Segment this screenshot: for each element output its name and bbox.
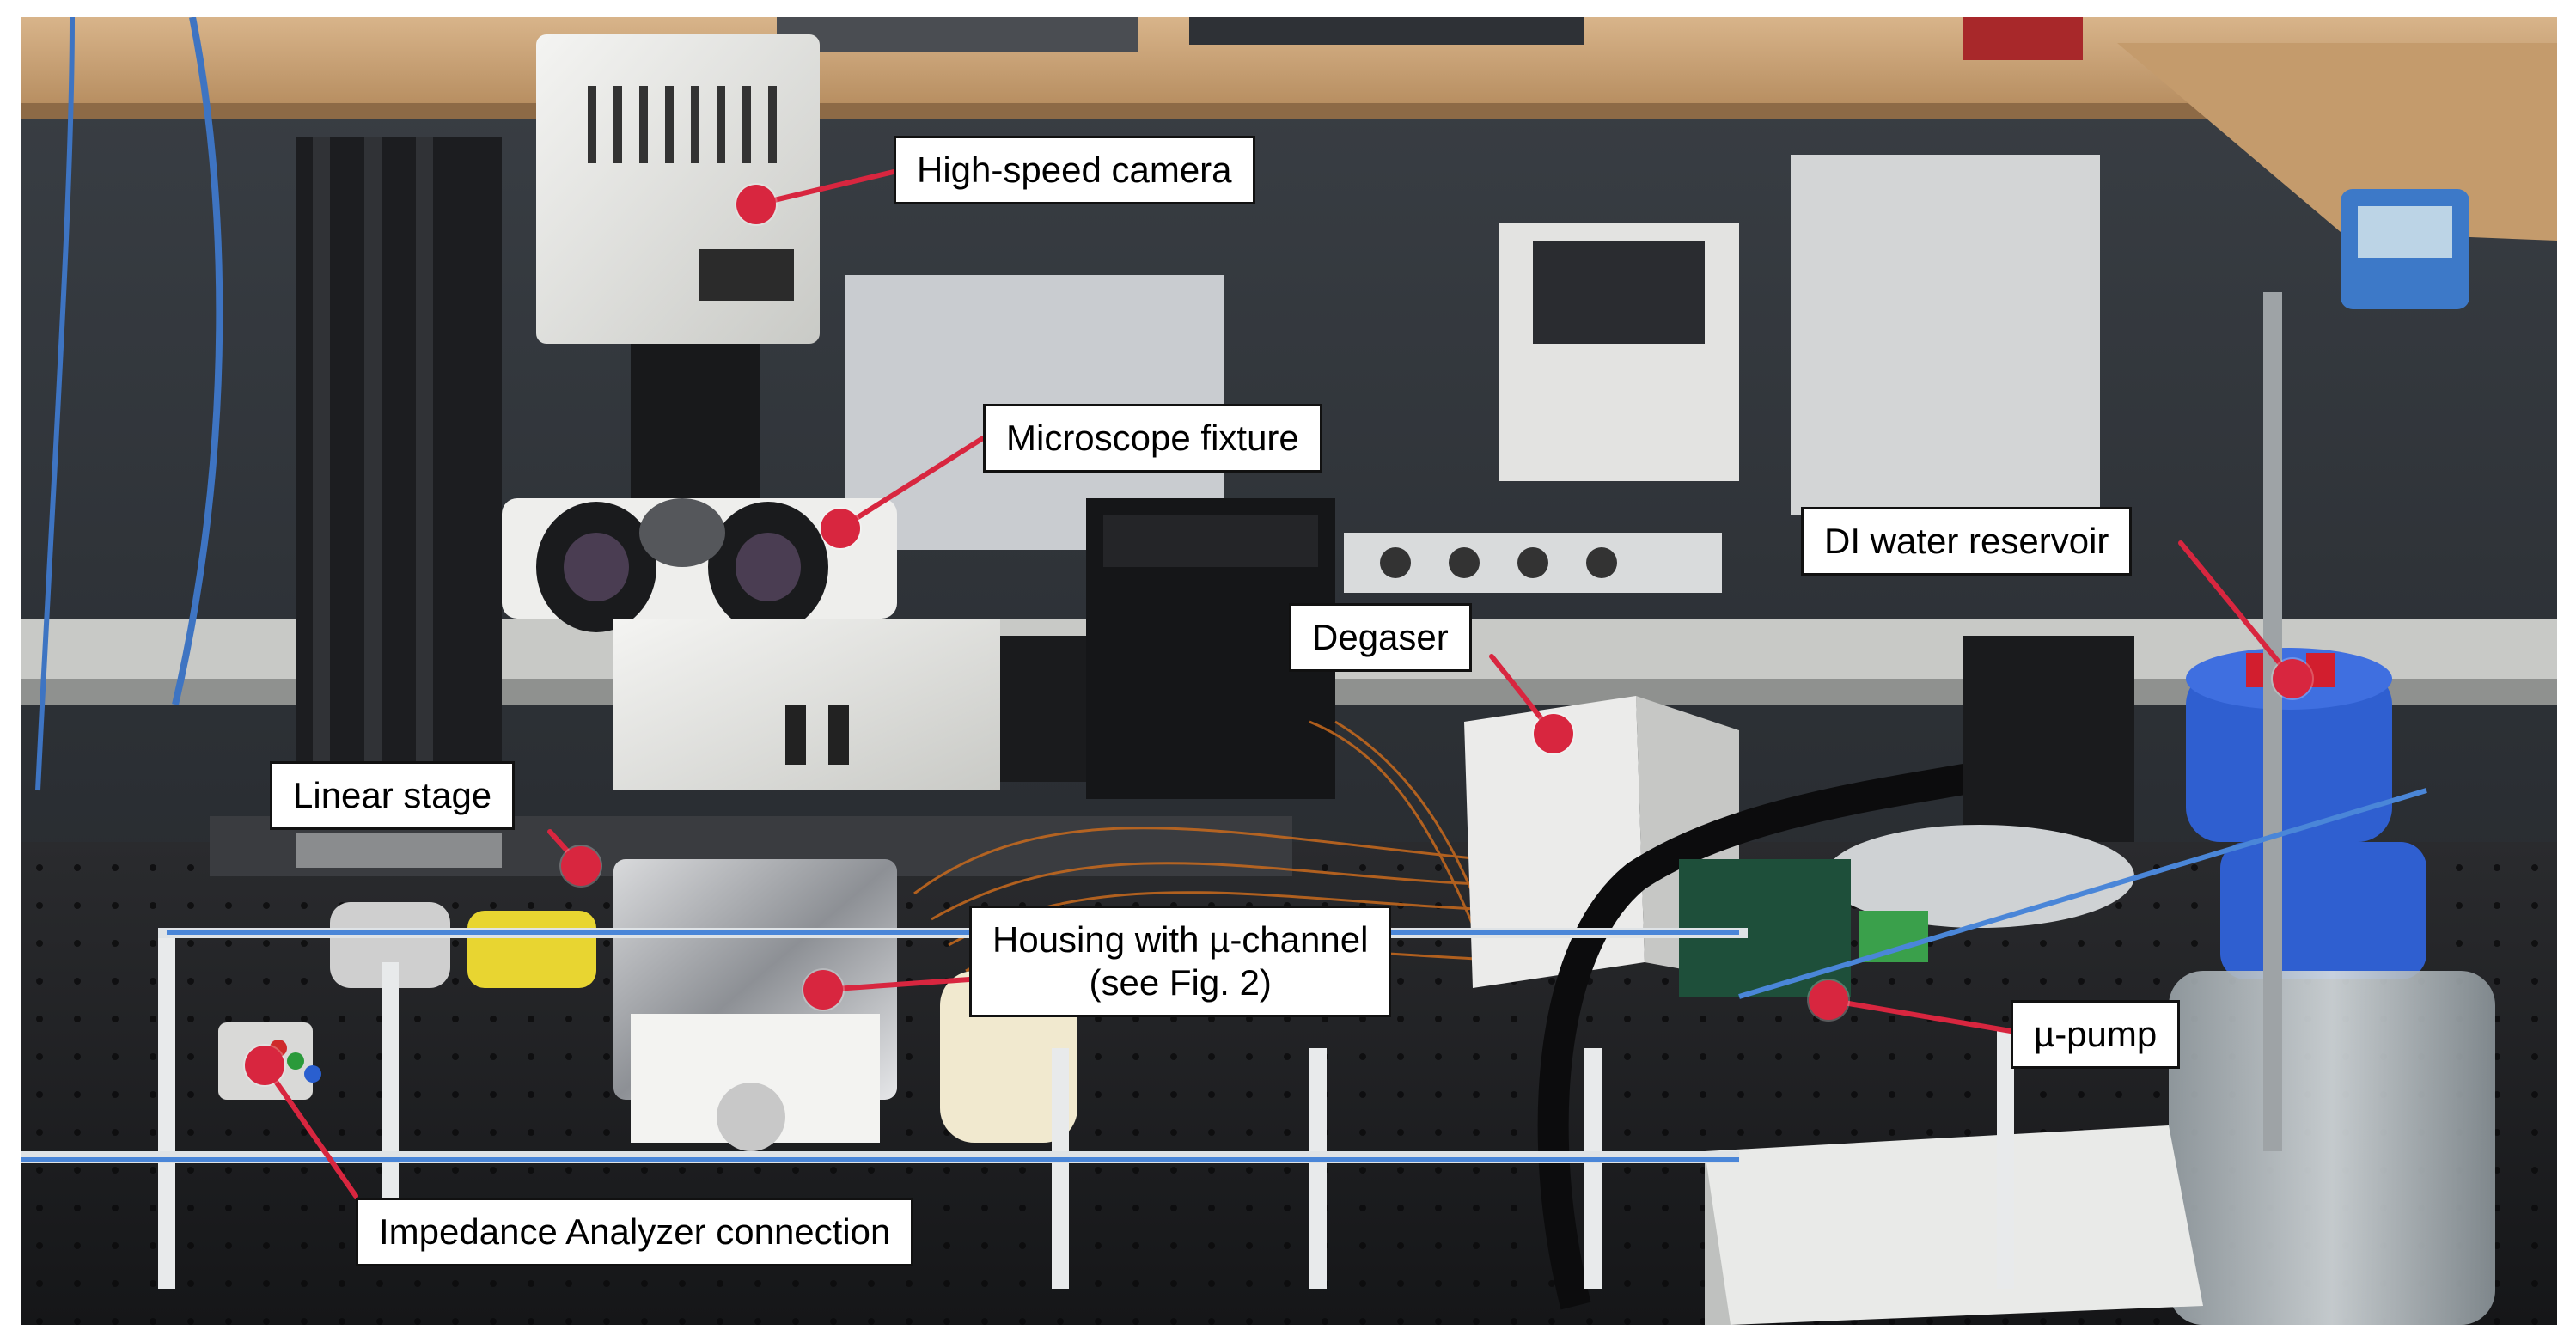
- label-linear-stage: Linear stage: [270, 761, 516, 830]
- marker-camera: [736, 185, 776, 224]
- marker-degaser: [1534, 714, 1573, 753]
- label-high-speed-camera: High-speed camera: [894, 136, 1255, 204]
- marker-microscope: [821, 509, 860, 548]
- label-housing-line2: (see Fig. 2): [1089, 962, 1272, 1003]
- label-degaser-text: Degaser: [1312, 617, 1449, 657]
- label-micro-pump-text: µ-pump: [2034, 1014, 2158, 1054]
- label-housing-line1: Housing with µ-channel: [992, 919, 1369, 960]
- label-linear-stage-text: Linear stage: [293, 775, 492, 815]
- label-impedance-text: Impedance Analyzer connection: [379, 1211, 891, 1252]
- label-high-speed-camera-text: High-speed camera: [917, 149, 1232, 190]
- label-di-water-reservoir: DI water reservoir: [1801, 507, 2133, 576]
- marker-di-water: [2273, 659, 2312, 698]
- label-housing-with-channel: Housing with µ-channel (see Fig. 2): [969, 906, 1392, 1017]
- label-microscope-fixture: Microscope fixture: [983, 404, 1322, 473]
- marker-impedance: [245, 1046, 284, 1085]
- marker-linear-stage: [561, 846, 601, 886]
- marker-pump: [1809, 980, 1848, 1020]
- label-impedance-analyzer-connection: Impedance Analyzer connection: [356, 1198, 914, 1266]
- label-degaser: Degaser: [1289, 603, 1472, 672]
- label-microscope-fixture-text: Microscope fixture: [1006, 418, 1299, 458]
- label-micro-pump: µ-pump: [2011, 1000, 2181, 1069]
- marker-housing: [803, 970, 843, 1010]
- label-di-water-reservoir-text: DI water reservoir: [1824, 521, 2109, 561]
